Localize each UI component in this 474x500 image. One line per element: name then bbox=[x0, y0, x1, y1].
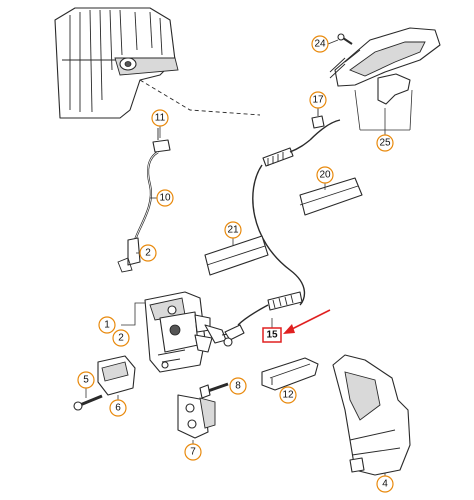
part-4-cover bbox=[332, 354, 411, 476]
callout-2b-label: 2 bbox=[118, 333, 124, 344]
callout-10-label: 10 bbox=[159, 193, 171, 204]
callout-20: 20 bbox=[316, 166, 334, 190]
part-10-operating-rod bbox=[117, 151, 159, 273]
part-17-clip bbox=[311, 108, 325, 129]
callout-12: 12 bbox=[279, 386, 297, 404]
part-11-bolt bbox=[152, 128, 171, 153]
part-6-bracket bbox=[97, 355, 136, 396]
callout-2-rod: 2 bbox=[136, 244, 157, 262]
callout-24-label: 24 bbox=[314, 39, 326, 50]
callout-15-highlight: 15 bbox=[262, 318, 282, 343]
part-25-interior-handle bbox=[329, 27, 441, 135]
callout-25-label: 25 bbox=[379, 138, 391, 149]
callout-21: 21 bbox=[224, 221, 242, 246]
callout-7: 7 bbox=[184, 440, 202, 461]
callout-2a-label: 2 bbox=[145, 248, 151, 259]
part-5-screw bbox=[73, 394, 103, 411]
callout-5-label: 5 bbox=[83, 375, 89, 386]
part-12-guide bbox=[261, 357, 319, 391]
callout-17: 17 bbox=[309, 91, 327, 109]
callout-24: 24 bbox=[311, 35, 339, 53]
callout-5: 5 bbox=[77, 371, 95, 398]
part-1-door-lock bbox=[144, 291, 241, 373]
part-7-striker bbox=[177, 394, 216, 439]
callout-6: 6 bbox=[109, 395, 127, 417]
callout-21-label: 21 bbox=[227, 225, 239, 236]
callout-6-label: 6 bbox=[115, 403, 121, 414]
callout-10: 10 bbox=[150, 189, 174, 207]
callout-20-label: 20 bbox=[319, 170, 331, 181]
part-20-pad bbox=[299, 177, 363, 216]
callout-25: 25 bbox=[376, 134, 394, 152]
callout-17-label: 17 bbox=[312, 95, 324, 106]
part-24-screw bbox=[337, 33, 353, 45]
callout-12-label: 12 bbox=[282, 390, 294, 401]
callout-8-label: 8 bbox=[235, 381, 241, 392]
callout-1-label: 1 bbox=[104, 320, 110, 331]
callout-2-lock: 2 bbox=[112, 329, 130, 347]
callout-4: 4 bbox=[376, 473, 394, 493]
callout-11: 11 bbox=[151, 109, 169, 138]
callout-7-label: 7 bbox=[190, 447, 196, 458]
release-cable bbox=[223, 119, 341, 347]
callout-1: 1 bbox=[98, 302, 145, 334]
callout-4-label: 4 bbox=[382, 479, 388, 490]
part-8-bolt bbox=[199, 382, 229, 399]
part-21-pad bbox=[204, 235, 269, 276]
highlight-arrow bbox=[283, 309, 331, 334]
callout-8: 8 bbox=[229, 377, 247, 395]
callout-11-label: 11 bbox=[155, 113, 166, 124]
relation-dashed-line bbox=[139, 79, 261, 116]
door-frame-panel bbox=[54, 7, 179, 119]
callout-15-label: 15 bbox=[266, 330, 278, 341]
